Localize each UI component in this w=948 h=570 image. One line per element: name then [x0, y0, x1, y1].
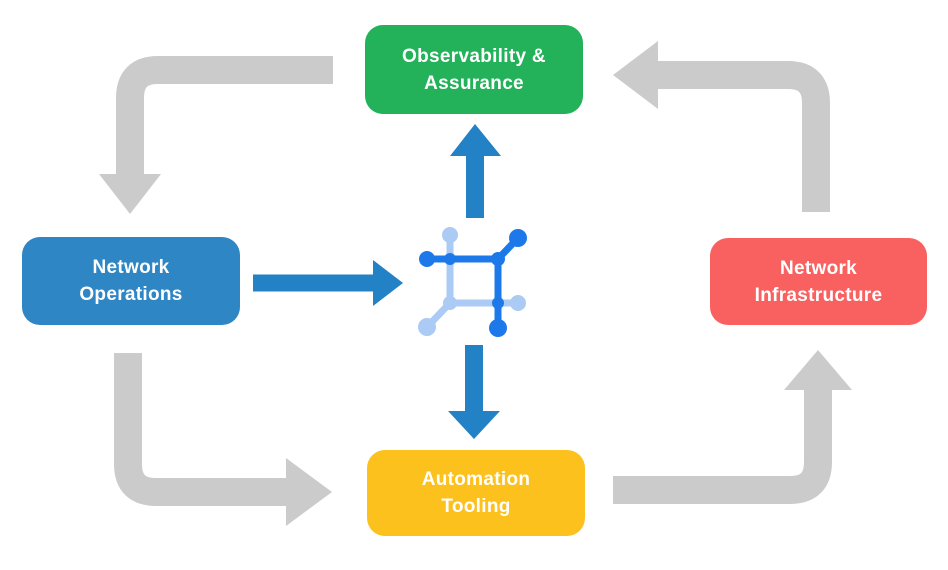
node-automation-tooling: Automation Tooling [367, 450, 585, 536]
network-mesh-icon [418, 227, 527, 337]
flow-arrow-heads [99, 41, 852, 526]
node-label-line: Network [779, 257, 858, 279]
arrow-infrastructure-to-observability-head [613, 41, 658, 109]
arrow-automation-to-infrastructure-head [784, 350, 852, 390]
arrow-automation-to-infrastructure [613, 388, 832, 504]
blue-arrow-heads [373, 124, 501, 439]
arrow-center-to-observability-head [450, 124, 501, 156]
arrow-infrastructure-to-observability [656, 61, 830, 212]
arrow-operations-to-automation [114, 353, 288, 506]
arrow-operations-to-automation-head [286, 458, 332, 526]
node-label-line: Operations [79, 284, 183, 305]
network-mesh-icon-light-nodes [418, 227, 526, 336]
network-mesh-icon-primary-nodes [419, 229, 527, 337]
node-label-line: Network [92, 257, 170, 278]
node-network-infrastructure: Network Infrastructure [710, 238, 927, 325]
node-label-line: Assurance [424, 72, 524, 94]
blue-arrow-shafts [253, 154, 484, 413]
arrow-observability-to-operations [116, 56, 333, 176]
flow-arrow-shafts [114, 56, 832, 506]
node-network-operations: Network Operations [22, 237, 240, 325]
arrow-operations-to-center-head [373, 260, 403, 306]
arrow-center-to-automation-head [448, 411, 500, 439]
node-label-line: Infrastructure [754, 284, 883, 306]
node-label-line: Automation [421, 469, 531, 490]
arrow-observability-to-operations-head [99, 174, 161, 214]
node-label-line: Observability & [402, 45, 546, 67]
node-label-line: Tooling [441, 496, 511, 517]
node-observability-assurance: Observability & Assurance [365, 25, 583, 114]
